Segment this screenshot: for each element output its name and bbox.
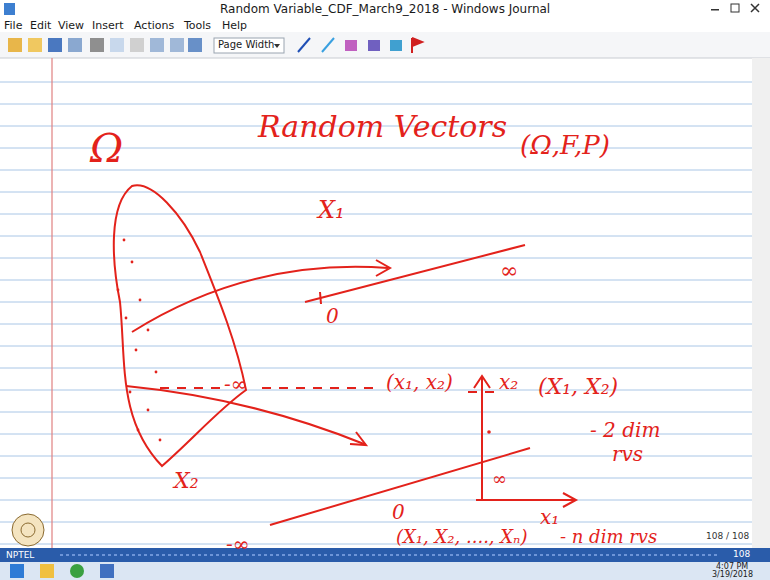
menu-item: Edit xyxy=(30,20,51,31)
arrowhead xyxy=(563,493,576,507)
scrollbar xyxy=(752,58,770,548)
taskbar-icon xyxy=(70,564,84,578)
page-counter: 108 / 108 xyxy=(706,532,749,541)
toolbar-border xyxy=(0,58,770,59)
arrowhead xyxy=(474,376,490,388)
axis-value: ∞ xyxy=(492,470,507,488)
axis-name: x₂ xyxy=(499,372,518,392)
axis-value: -∞ xyxy=(224,374,247,394)
probability-space: (Ω,F,P) xyxy=(520,132,610,158)
x2-map-arrow xyxy=(126,386,364,444)
title-bar xyxy=(0,0,770,18)
taskbar-icon xyxy=(100,564,114,578)
x-axis xyxy=(476,499,575,501)
axis-value: -∞ xyxy=(226,534,249,554)
real-line xyxy=(305,245,525,302)
taskbar-icon xyxy=(40,564,54,578)
y-axis xyxy=(481,378,483,500)
minimize-button xyxy=(711,9,719,11)
zoom-dropdown xyxy=(214,38,284,53)
close-button xyxy=(751,4,759,12)
app-icon xyxy=(4,3,15,15)
x1-map-arrow xyxy=(132,267,388,332)
menu-item: File xyxy=(4,20,22,31)
margin-line xyxy=(51,58,52,548)
maximize-button xyxy=(731,4,739,12)
logo xyxy=(12,514,44,546)
dropdown-arrow xyxy=(274,44,280,48)
menu-bar xyxy=(0,18,770,32)
zoom-value: Page Width xyxy=(218,40,274,50)
point xyxy=(487,430,491,434)
page-number: 108 xyxy=(733,550,750,559)
axis-value: 0 xyxy=(392,502,405,522)
random-vector: (X₁, X₂, ...., Xₙ) xyxy=(396,528,527,546)
note: - n dim rvs xyxy=(560,528,657,546)
random-variable-name: X₁ xyxy=(318,198,345,222)
axis-name: x₁ xyxy=(540,507,559,527)
arrowhead xyxy=(376,260,390,276)
menu-item: Help xyxy=(222,20,247,31)
menu-item: Insert xyxy=(92,20,124,31)
real-line xyxy=(270,448,530,525)
taskbar xyxy=(0,562,770,580)
logo-text: NPTEL xyxy=(6,551,34,560)
axis-value: ∞ xyxy=(500,260,518,282)
page-heading: Random Vectors xyxy=(258,112,507,142)
menu-item: Tools xyxy=(184,20,211,31)
status-bar xyxy=(0,548,770,562)
note: - 2 dim xyxy=(590,420,660,440)
sample-space-label: Ω xyxy=(90,128,123,168)
taskbar-icon xyxy=(10,564,24,578)
origin-tick xyxy=(320,292,321,304)
ruled-lines xyxy=(0,82,752,544)
note: rvs xyxy=(612,444,643,464)
arrowhead xyxy=(350,432,366,445)
toolbar-icons xyxy=(8,38,202,52)
toolbar xyxy=(0,32,770,58)
point-label: (x₁, x₂) xyxy=(386,372,453,392)
axis-value: 0 xyxy=(326,306,339,326)
date: 3/19/2018 xyxy=(712,571,753,579)
random-vector: (X₁, X₂) xyxy=(538,376,618,398)
status-pattern xyxy=(60,554,720,556)
sample-space-outline xyxy=(114,185,246,466)
menu-item: View xyxy=(58,20,84,31)
random-variable-name: X₂ xyxy=(174,470,198,492)
menu-item: Actions xyxy=(134,20,174,31)
window-title: Random Variable_CDF_March9_2018 - Window… xyxy=(220,3,550,15)
sample-points xyxy=(117,239,162,442)
clock: 4:07 PM xyxy=(716,563,748,571)
pen-tools xyxy=(298,38,422,53)
logo xyxy=(21,523,35,537)
